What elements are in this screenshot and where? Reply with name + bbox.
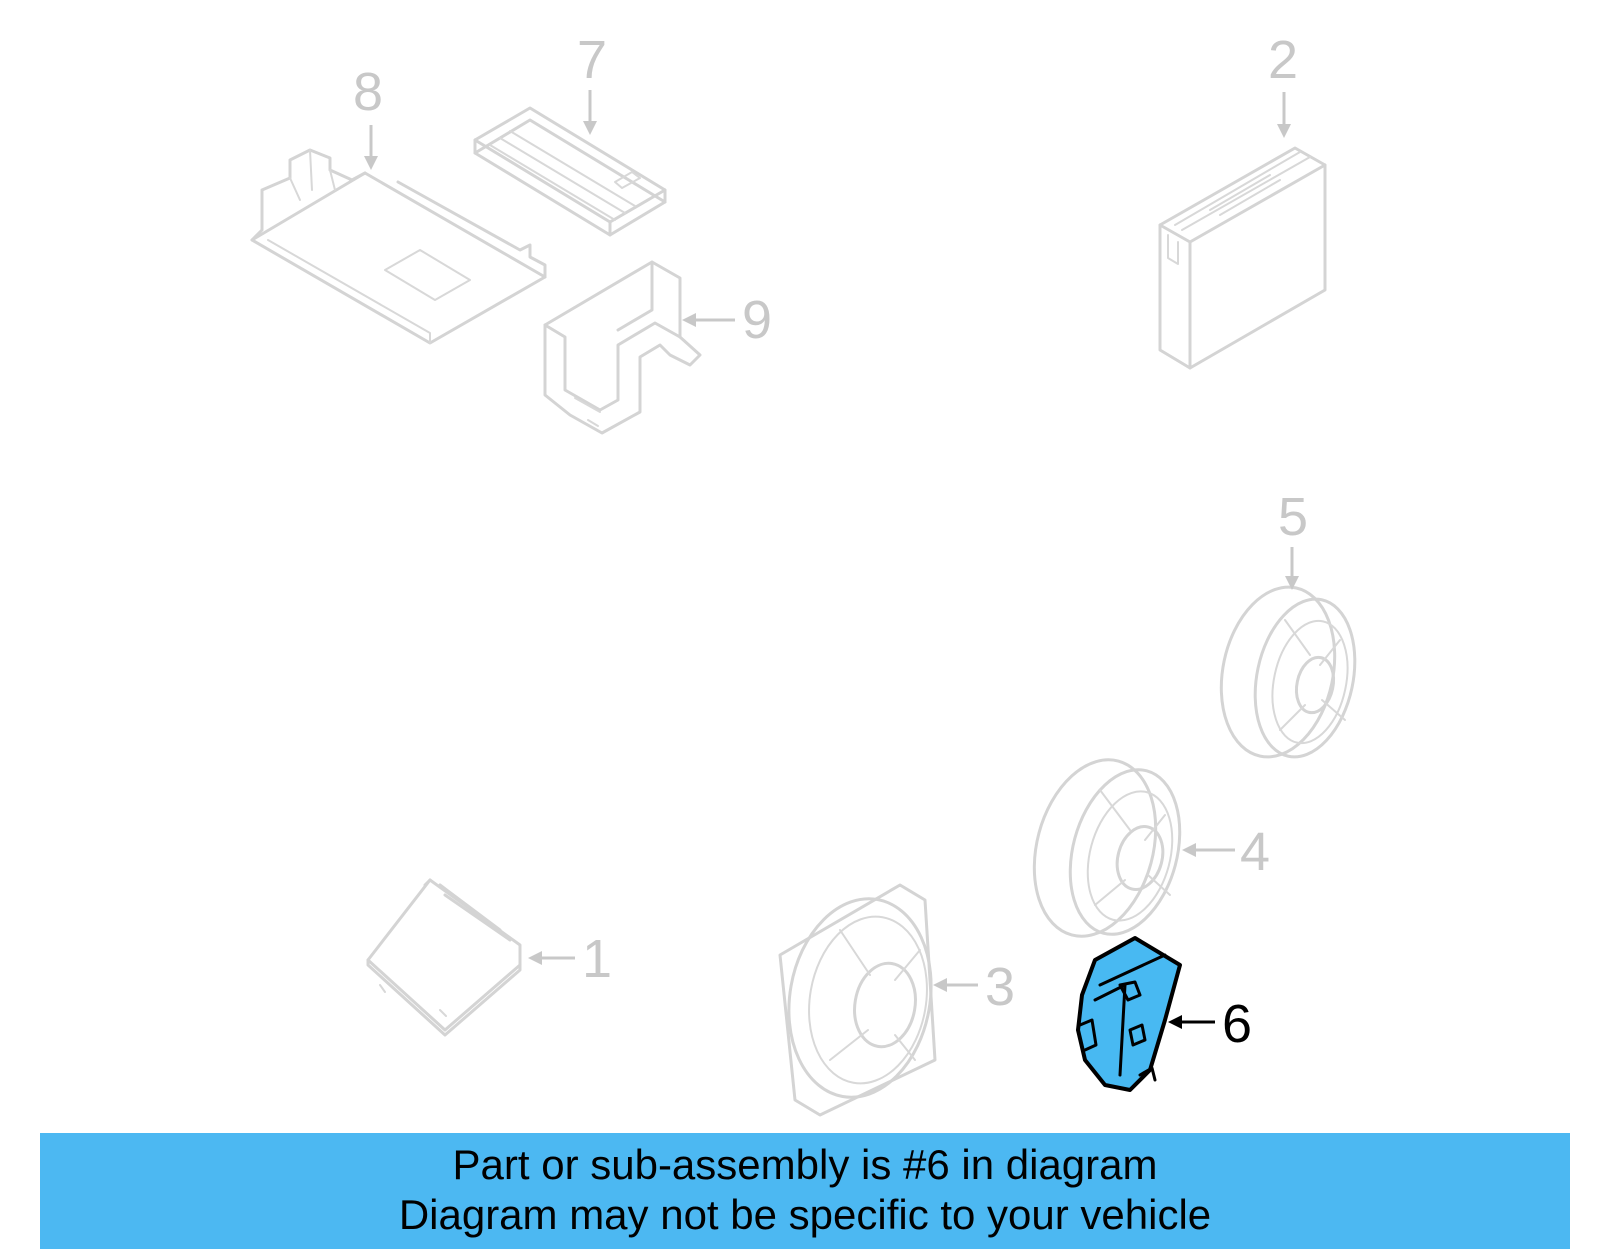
callout-1: 1	[528, 929, 612, 989]
callout-5: 5	[1278, 487, 1308, 590]
svg-text:8: 8	[353, 62, 383, 122]
banner-line-2: Diagram may not be specific to your vehi…	[398, 1191, 1212, 1238]
part-6-highlighted[interactable]	[1076, 936, 1182, 1092]
part-1-module[interactable]	[366, 878, 522, 1037]
svg-text:5: 5	[1278, 487, 1308, 547]
callout-8: 8	[353, 62, 383, 170]
part-5-speaker[interactable]	[1206, 576, 1368, 767]
callout-6: 6	[1168, 994, 1252, 1054]
callout-9: 9	[682, 290, 772, 350]
callout-7: 7	[577, 30, 607, 135]
svg-text:2: 2	[1268, 30, 1298, 90]
part-3-speaker[interactable]	[774, 883, 947, 1117]
svg-text:3: 3	[985, 957, 1015, 1017]
part-4-speaker[interactable]	[1016, 746, 1197, 950]
svg-text:4: 4	[1240, 822, 1270, 882]
part-2-module[interactable]	[1158, 146, 1327, 370]
callout-4: 4	[1182, 822, 1270, 882]
svg-text:7: 7	[577, 30, 607, 90]
svg-text:6: 6	[1222, 994, 1252, 1054]
svg-text:9: 9	[742, 290, 772, 350]
callout-2: 2	[1268, 30, 1298, 138]
info-banner: Part or sub-assembly is #6 in diagram Di…	[40, 1133, 1570, 1249]
svg-text:1: 1	[582, 929, 612, 989]
part-8-tray[interactable]	[250, 148, 547, 345]
callout-3: 3	[933, 957, 1015, 1017]
banner-line-1: Part or sub-assembly is #6 in diagram	[452, 1141, 1158, 1188]
part-9-bracket[interactable]	[543, 260, 702, 435]
part-7-amplifier[interactable]	[473, 106, 667, 237]
